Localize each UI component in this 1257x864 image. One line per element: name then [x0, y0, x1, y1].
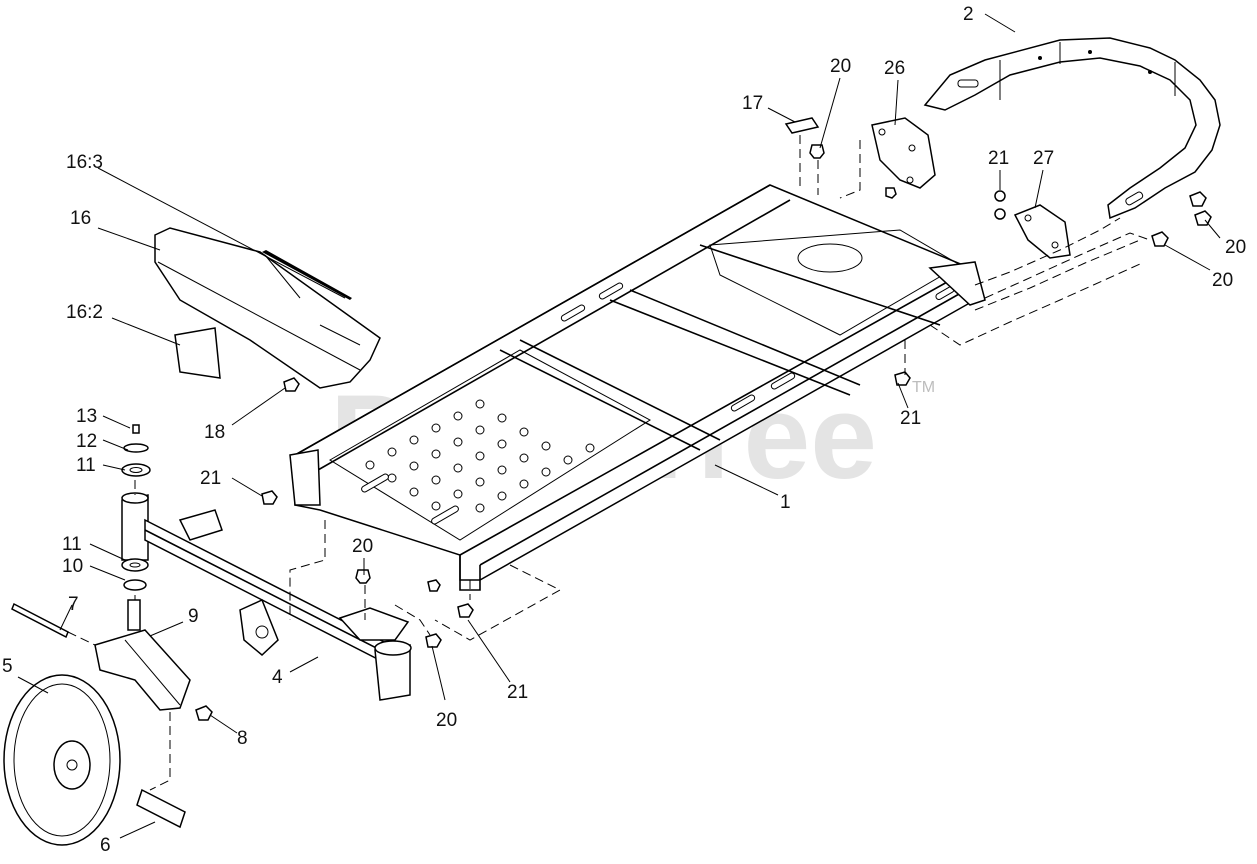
- callout-11: 11: [62, 534, 82, 555]
- part-caster-fork: [94, 599, 191, 711]
- callout-4: 4: [272, 667, 283, 688]
- part-spacer-tube-6: [136, 788, 186, 829]
- callout-9: 9: [188, 606, 199, 627]
- part-cover-16: [154, 227, 381, 389]
- callout-27: 27: [1033, 148, 1054, 169]
- callout-labels: 2 20 26 17 21 27 16:3 16 20 20 16:2 13 1…: [2, 4, 1246, 856]
- callout-21: 21: [988, 148, 1009, 169]
- callout-21: 21: [507, 682, 528, 703]
- part-nut-8: [195, 705, 213, 721]
- part-bracket-27: [994, 190, 1071, 259]
- callout-16-2: 16:2: [66, 302, 103, 323]
- callout-11: 11: [76, 455, 96, 476]
- callout-1: 1: [780, 492, 791, 513]
- watermark-trademark: TM: [912, 379, 935, 396]
- callout-20: 20: [830, 56, 851, 77]
- floor-plate-holes: [365, 399, 595, 513]
- callout-18: 18: [204, 422, 225, 443]
- part-decal-16-2: [174, 327, 221, 379]
- part-bearings: [121, 558, 149, 591]
- callout-16: 16: [70, 208, 91, 229]
- part-front-axle: [121, 492, 412, 701]
- part-frame-fasteners: [261, 144, 911, 648]
- callout-10: 10: [62, 556, 83, 577]
- callout-26: 26: [884, 58, 905, 79]
- part-axle-bolt-7: [11, 602, 69, 639]
- callout-20: 20: [1225, 237, 1246, 258]
- callout-17: 17: [742, 93, 763, 114]
- callout-6: 6: [100, 835, 111, 856]
- callout-16-3: 16:3: [66, 152, 103, 173]
- part-hardware-stack: [121, 424, 151, 477]
- callout-2: 2: [963, 4, 974, 25]
- callout-8: 8: [237, 728, 248, 749]
- callout-20: 20: [436, 710, 457, 731]
- callout-13: 13: [76, 406, 97, 427]
- part-bracket-26: [871, 117, 936, 199]
- callout-21: 21: [200, 468, 221, 489]
- part-decal-17: [784, 117, 820, 134]
- callout-12: 12: [76, 431, 97, 452]
- part-decal-16-3: [262, 250, 352, 300]
- part-handle-bolts: [1151, 191, 1212, 247]
- part-rear-handle: [923, 37, 1221, 220]
- callout-20: 20: [352, 536, 373, 557]
- assembly-dashed-lines: [67, 135, 1151, 791]
- callout-5: 5: [2, 656, 13, 677]
- part-screw-18: [283, 377, 300, 392]
- leader-lines: [17, 13, 1221, 839]
- callout-7: 7: [68, 594, 79, 615]
- callout-21: 21: [900, 408, 921, 429]
- callout-20: 20: [1212, 270, 1233, 291]
- part-caster-wheel: [3, 674, 121, 846]
- part-main-frame: [289, 184, 986, 591]
